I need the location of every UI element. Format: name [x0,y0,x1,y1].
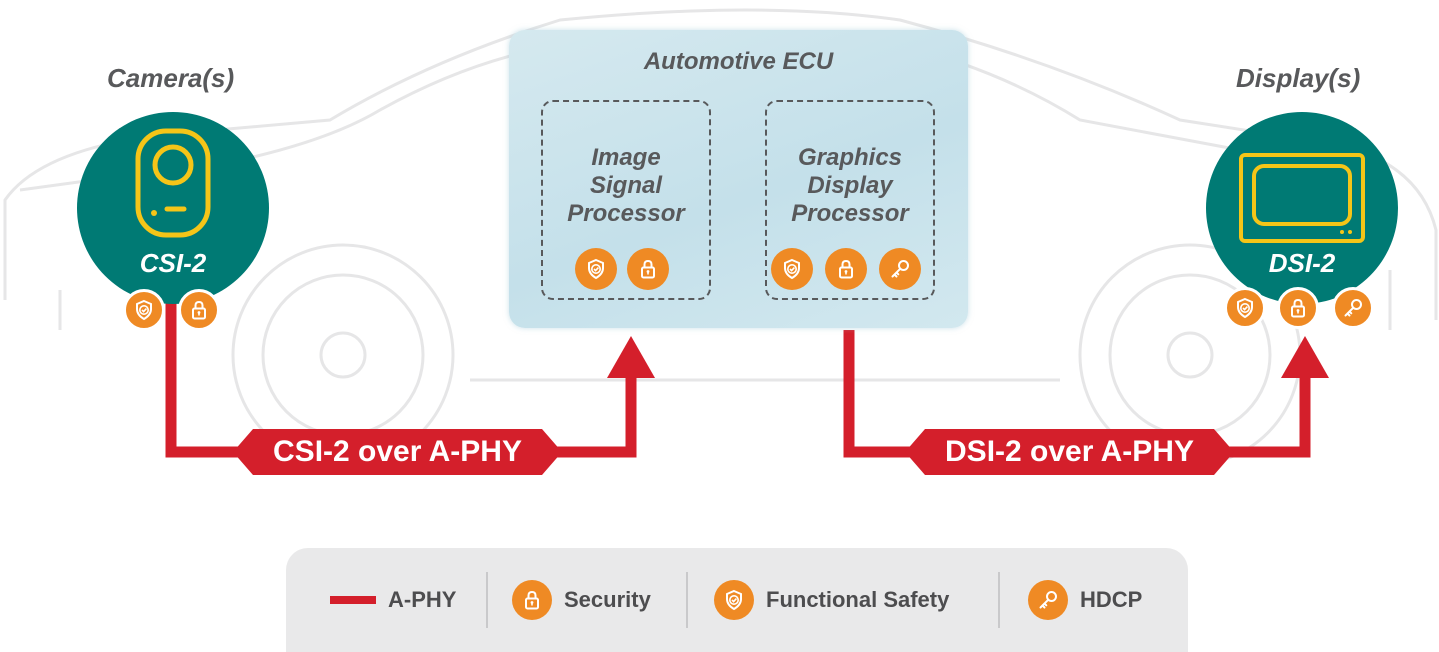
key-icon [1028,580,1068,620]
camera-node: CSI-2 [77,112,269,304]
shield-check-icon [1237,297,1253,319]
shield-check-icon [714,580,754,620]
legend-divider [686,572,688,628]
displays-heading: Display(s) [1236,63,1361,93]
display-node-label: DSI-2 [1268,248,1336,278]
legend-security-label: Security [564,587,651,612]
legend-item-functional-safety: Functional Safety [714,548,949,652]
ecu-title: Automotive ECU [643,48,834,75]
automotive-ecu-box: Automotive ECU Image Signal Processor Gr… [509,30,968,328]
display-functional-safety-badge [1224,287,1266,329]
image-signal-processor-box: Image Signal Processor [541,100,711,300]
csi-arrowhead [607,336,655,378]
display-monitor-icon [1239,153,1365,243]
functional-safety-badge [575,248,617,290]
cameras-heading: Camera(s) [107,63,235,93]
legend-aphy-label: A-PHY [388,587,457,612]
legend-item-aphy: A-PHY [330,548,456,652]
camera-icon [135,128,211,238]
padlock-icon [641,259,655,279]
shield-check-icon [784,258,800,280]
security-badge [627,248,669,290]
csi-link-label: CSI-2 over A-PHY [273,435,522,468]
shield-check-icon [588,258,604,280]
key-icon [1344,299,1362,317]
legend-hdcp-label: HDCP [1080,587,1143,612]
display-hdcp-badge [1332,287,1374,329]
security-badge [825,248,867,290]
dsi-link-label: DSI-2 over A-PHY [945,435,1194,468]
padlock-icon [192,300,206,320]
dsi-arrowhead [1281,336,1329,378]
camera-node-label: CSI-2 [139,248,207,278]
camera-functional-safety-badge [123,289,165,331]
csi-label-banner [233,429,562,475]
legend-divider [486,572,488,628]
hdcp-badge [879,248,921,290]
graphics-display-processor-box: Graphics Display Processor [765,100,935,300]
dsi-label-banner [905,429,1234,475]
functional-safety-badge [771,248,813,290]
legend-divider [998,572,1000,628]
key-icon [891,260,909,278]
shield-check-icon [136,299,152,321]
display-node: DSI-2 [1206,112,1398,304]
gdp-label: Graphics Display Processor [791,144,909,227]
camera-security-badge [178,289,220,331]
legend-functional-safety-label: Functional Safety [766,587,950,612]
legend-item-hdcp: HDCP [1028,548,1142,652]
legend-item-security: Security [512,548,651,652]
display-security-badge [1277,287,1319,329]
legend: A-PHY Security Functional Safety HDCP [286,548,1188,652]
isp-label: Image Signal Processor [567,144,685,227]
padlock-icon [1291,298,1305,318]
aphy-line-swatch [330,596,376,604]
padlock-icon [839,259,853,279]
padlock-icon [512,580,552,620]
